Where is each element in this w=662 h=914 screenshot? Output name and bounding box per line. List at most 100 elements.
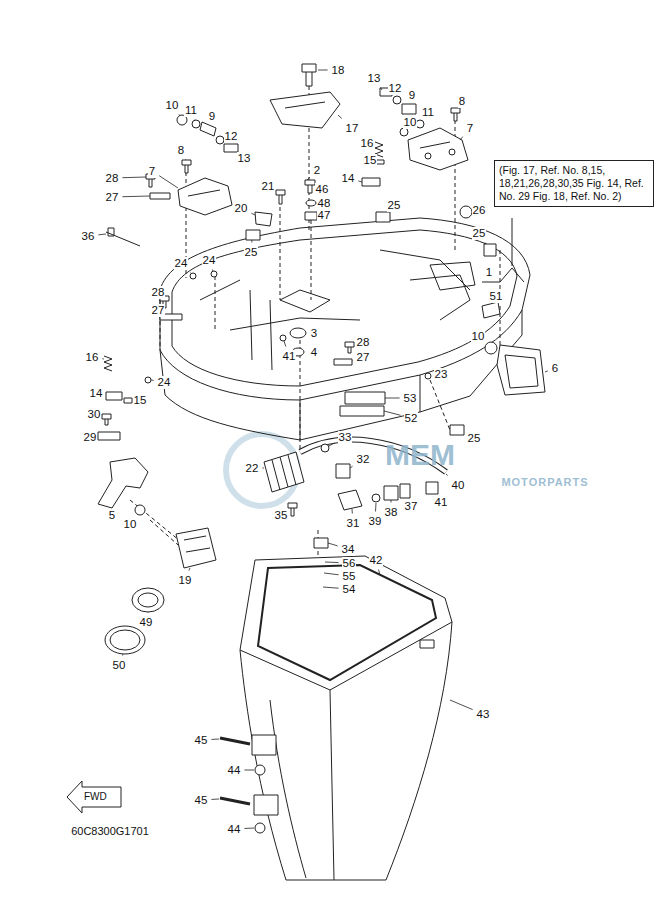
leader-line [194,119,195,121]
callout-number: 18 [331,64,346,77]
callout-number: 14 [89,387,104,400]
callout-number: 22 [245,462,260,475]
leader-line [329,443,335,446]
callout-number: 10 [403,116,418,129]
callout-number: 8 [177,144,185,157]
callout-number: 28 [151,286,166,299]
leader-line [352,360,354,361]
callout-number: 24 [157,376,172,389]
callout-number: 2 [313,164,321,177]
callout-number: 15 [133,394,148,407]
leader-line [122,177,146,179]
callout-number: 31 [346,517,361,530]
callout-number: 9 [208,110,216,123]
leader-line [251,240,252,243]
callout-number: 1 [485,266,493,279]
callout-number: 42 [369,554,384,567]
callout-number: 39 [368,515,383,528]
callout-number: 45 [194,794,209,807]
leader-line [212,270,214,272]
callout-number: 25 [472,227,487,240]
callout-number: 43 [476,708,491,721]
leader-line [460,137,463,140]
callout-number: 13 [367,72,382,85]
leader-line [244,770,254,771]
callout-number: 45 [194,734,209,747]
callout-number: 11 [421,106,435,119]
note-text: (Fig. 17, Ref. No. 8,15, 18,21,26,28,30,… [499,164,644,202]
leader-line [318,70,328,71]
callout-number: 13 [237,152,252,165]
callout-number: 10 [165,99,180,112]
callout-number: 25 [244,246,259,259]
callout-number: 32 [356,453,371,466]
callout-number: 27 [356,351,371,364]
callout-number: 16 [360,137,375,150]
callout-number: 12 [224,130,239,143]
leader-line [284,341,286,347]
watermark: MOTORPARTS [501,476,588,489]
callout-number: 28 [356,336,371,349]
leader-line [185,159,186,161]
callout-number: 27 [151,304,166,317]
leader-line [189,568,190,571]
callout-number: 10 [123,518,138,531]
leader-line [98,234,106,236]
leader-line [350,466,353,468]
callout-number: 27 [105,191,120,204]
callout-number: 15 [363,154,378,167]
callout-number: 44 [227,764,242,777]
direction-label: FWD [84,790,107,803]
leader-line [375,503,376,512]
leader-line [384,411,401,415]
callout-number: 26 [472,204,487,217]
callout-number: 24 [202,254,217,267]
leader-line [338,115,342,119]
callout-number: 54 [342,583,357,596]
leader-line [251,213,255,215]
callout-number: 12 [388,82,403,95]
callout-number: 7 [148,165,156,178]
leader-line [211,799,219,800]
leader-line [380,88,382,91]
callout-number: 47 [317,209,332,222]
callout-number: 38 [384,506,399,519]
callout-number: 8 [458,95,466,108]
callout-number: 19 [178,574,193,587]
callout-number: 6 [551,362,559,375]
leader-line [122,196,150,198]
leader-line [211,739,219,740]
callout-number: 41 [434,496,449,509]
callout-number: 30 [87,408,102,421]
leader-line [102,358,104,359]
callout-number: 10 [471,330,486,343]
callout-number: 21 [261,180,276,193]
callout-number: 37 [404,500,419,513]
callout-number: 25 [467,432,482,445]
leader-line [328,543,338,546]
callout-number: 53 [403,392,418,405]
callout-number: 24 [174,257,189,270]
leader-line [352,509,353,514]
callout-number: 5 [108,509,116,522]
callout-number: 49 [139,616,154,629]
leader-line [323,587,339,588]
leader-line [151,380,154,381]
leader-line [307,177,310,180]
leader-line [147,612,148,614]
drawing-code: 60C8300G1701 [70,825,150,838]
leader-line [450,700,473,710]
leader-line [358,181,362,182]
callout-number: 29 [83,431,98,444]
leader-line [159,176,178,188]
callout-number: 7 [466,122,474,135]
callout-number: 25 [387,199,402,212]
leader-line [385,398,400,399]
callout-number: 52 [404,412,419,425]
leader-line [390,500,391,503]
callout-number: 35 [274,509,289,522]
watermark: MEM [385,439,455,471]
